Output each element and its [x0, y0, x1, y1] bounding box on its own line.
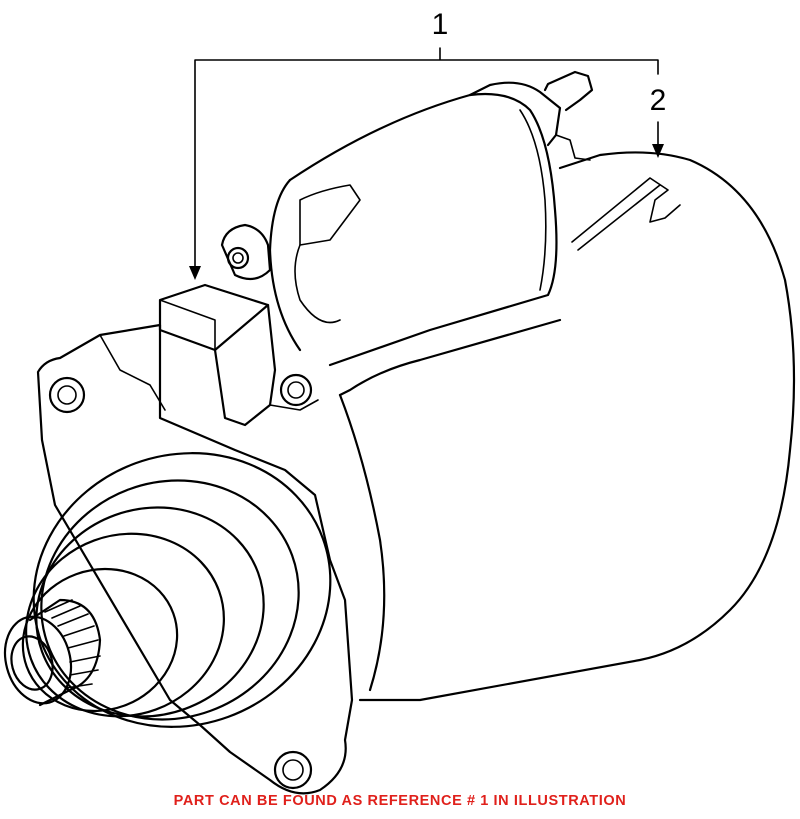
upper-mount-lug	[220, 223, 272, 281]
motor-housing	[338, 151, 796, 702]
footer-note: PART CAN BE FOUND AS REFERENCE # 1 IN IL…	[173, 793, 627, 809]
terminal-block	[158, 283, 277, 427]
leader-line-1	[194, 47, 659, 273]
pinion-gear	[3, 598, 102, 707]
arrowhead-2	[652, 144, 664, 158]
arrowhead-1	[189, 266, 201, 280]
callout-label-1: 1	[432, 8, 449, 41]
callout-leaders	[189, 47, 664, 280]
drive-housing	[21, 452, 332, 728]
callout-label-2: 2	[650, 84, 667, 117]
solenoid	[268, 70, 594, 367]
mounting-flange	[36, 323, 354, 795]
